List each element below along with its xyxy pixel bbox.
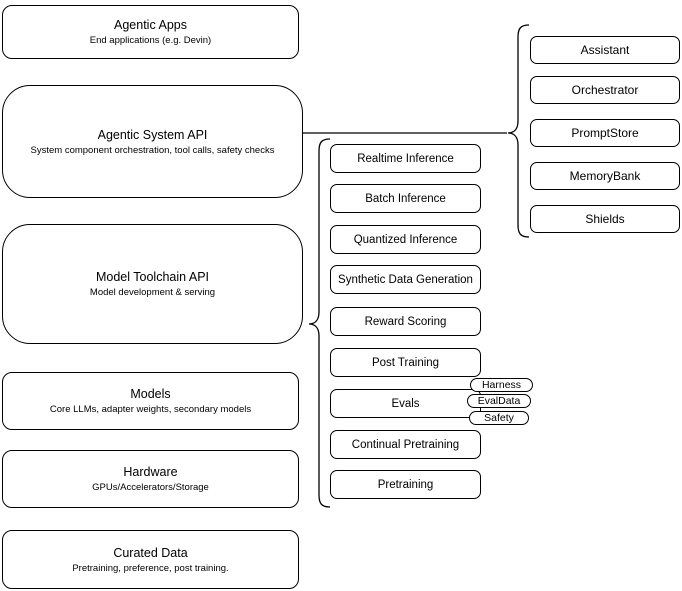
node-models[interactable]: Models Core LLMs, adapter weights, secon… (2, 372, 299, 430)
item-label: Batch Inference (365, 192, 446, 205)
tag-label: Harness (481, 379, 522, 391)
node-subtitle: Model development & serving (89, 287, 216, 298)
toolchain-item-post-training[interactable]: Post Training (330, 348, 481, 377)
component-assistant[interactable]: Assistant (530, 36, 680, 64)
item-label: Shields (585, 212, 625, 226)
component-memorybank[interactable]: MemoryBank (530, 162, 680, 190)
evals-tag-harness[interactable]: Harness (470, 378, 533, 392)
toolchain-item-continual-pretraining[interactable]: Continual Pretraining (330, 430, 481, 459)
toolchain-item-batch-inference[interactable]: Batch Inference (330, 184, 481, 213)
component-orchestrator[interactable]: Orchestrator (530, 76, 680, 104)
toolchain-item-pretraining[interactable]: Pretraining (330, 470, 481, 499)
node-title: Agentic Apps (114, 18, 187, 32)
evals-tag-evaldata[interactable]: EvalData (467, 394, 531, 408)
tag-label: Safety (484, 412, 514, 424)
toolchain-item-synthetic-data-generation[interactable]: Synthetic Data Generation (330, 265, 481, 294)
item-label: Assistant (580, 43, 630, 57)
node-title: Curated Data (113, 545, 188, 560)
item-label: Realtime Inference (357, 152, 454, 165)
node-subtitle: GPUs/Accelerators/Storage (92, 482, 209, 493)
tag-label: EvalData (477, 395, 521, 407)
toolchain-item-reward-scoring[interactable]: Reward Scoring (330, 307, 481, 336)
item-label: Post Training (371, 356, 440, 369)
node-subtitle: End applications (e.g. Devin) (89, 35, 212, 46)
item-label: Orchestrator (571, 83, 639, 97)
item-label: Evals (391, 397, 420, 410)
toolchain-item-evals[interactable]: Evals (330, 389, 481, 418)
node-hardware[interactable]: Hardware GPUs/Accelerators/Storage (2, 450, 299, 508)
item-label: MemoryBank (569, 169, 641, 183)
node-title: Hardware (123, 465, 178, 479)
component-shields[interactable]: Shields (530, 205, 680, 233)
item-label: PromptStore (571, 126, 639, 140)
toolchain-item-realtime-inference[interactable]: Realtime Inference (330, 144, 481, 173)
item-label: Synthetic Data Generation (338, 273, 473, 286)
node-agentic-system-api[interactable]: Agentic System API System component orch… (2, 85, 303, 198)
item-label: Continual Pretraining (351, 438, 460, 451)
evals-tag-safety[interactable]: Safety (469, 411, 529, 425)
node-subtitle: System component orchestration, tool cal… (30, 144, 275, 156)
node-agentic-apps[interactable]: Agentic Apps End applications (e.g. Devi… (2, 5, 299, 59)
node-curated-data[interactable]: Curated Data Pretraining, preference, po… (2, 530, 299, 589)
item-label: Quantized Inference (353, 233, 458, 246)
node-title: Model Toolchain API (95, 270, 210, 284)
node-subtitle: Pretraining, preference, post training. (72, 562, 229, 574)
toolchain-item-quantized-inference[interactable]: Quantized Inference (330, 225, 481, 254)
node-subtitle: Core LLMs, adapter weights, secondary mo… (49, 404, 252, 415)
item-label: Reward Scoring (364, 315, 447, 328)
item-label: Pretraining (377, 478, 434, 491)
node-title: Models (130, 387, 171, 401)
node-model-toolchain-api[interactable]: Model Toolchain API Model development & … (2, 224, 303, 344)
toolchain-brace (308, 138, 331, 508)
system-components-brace (507, 24, 530, 238)
node-title: Agentic System API (97, 127, 208, 142)
component-promptstore[interactable]: PromptStore (530, 119, 680, 147)
